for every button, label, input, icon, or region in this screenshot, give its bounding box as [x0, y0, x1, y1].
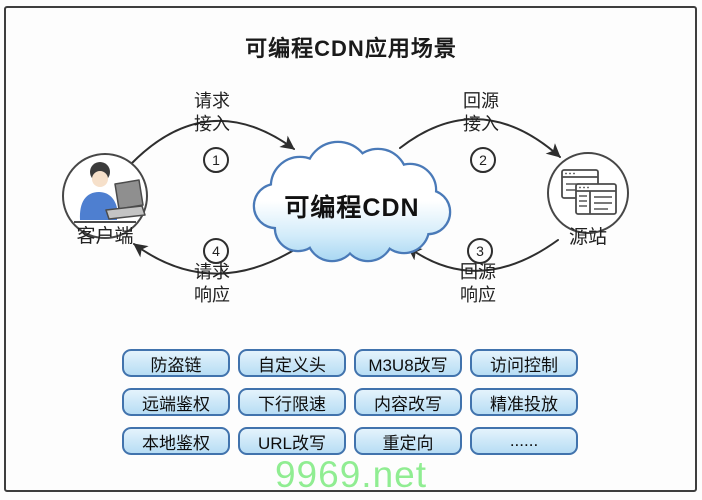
watermark-text: 9969.net	[274, 454, 428, 495]
feature-grid: 防盗链 自定义头 M3U8改写 访问控制 远端鉴权 下行限速 内容改写 精准投放…	[122, 349, 578, 455]
diagram-title: 可编程CDN应用场景	[245, 36, 457, 61]
flow-label-line: 响应	[194, 285, 230, 305]
cdn-cloud-shape	[252, 140, 452, 263]
flow-label-origin-response: 回源 响应	[443, 261, 513, 307]
arrow-request-response	[133, 243, 295, 275]
flow-arrows	[130, 118, 561, 275]
flow-step-badge-4: 4	[203, 238, 229, 264]
flow-label-origin-access: 回源 接入	[446, 90, 516, 136]
person-laptop-icon	[74, 162, 146, 223]
feature-chip-m3u8-rewrite: M3U8改写	[354, 349, 462, 377]
flow-label-request-access: 请求 接入	[177, 90, 247, 136]
feature-chip-local-auth: 本地鉴权	[122, 427, 230, 455]
cloud-body	[255, 143, 449, 260]
feature-chip-url-rewrite: URL改写	[238, 427, 346, 455]
feature-chip-more: ......	[470, 427, 578, 455]
feature-chip-access-control: 访问控制	[470, 349, 578, 377]
flow-label-request-response: 请求 响应	[177, 261, 247, 307]
flow-label-line: 回源	[463, 91, 499, 111]
flow-label-line: 接入	[463, 114, 499, 134]
flow-step-badge-1: 1	[203, 147, 229, 173]
flow-step-badge-3: 3	[467, 238, 493, 264]
feature-chip-precise-deliver: 精准投放	[470, 388, 578, 416]
origin-label: 源站	[568, 227, 607, 248]
flow-label-line: 请求	[194, 262, 230, 282]
client-node	[62, 153, 148, 239]
flow-step-badge-2: 2	[470, 147, 496, 173]
flow-label-line: 请求	[194, 91, 230, 111]
flow-label-line: 回源	[460, 262, 496, 282]
arrow-origin-access	[399, 118, 561, 158]
feature-chip-custom-header: 自定义头	[238, 349, 346, 377]
feature-chip-redirect: 重定向	[354, 427, 462, 455]
arrow-request-access	[130, 119, 295, 165]
flow-label-line: 接入	[194, 114, 230, 134]
cdn-cloud-label: 可编程CDN	[284, 194, 420, 222]
flow-label-line: 响应	[460, 285, 496, 305]
feature-chip-downlink-limit: 下行限速	[238, 388, 346, 416]
feature-chip-anti-leech: 防盗链	[122, 349, 230, 377]
origin-node	[547, 152, 629, 234]
feature-chip-remote-auth: 远端鉴权	[122, 388, 230, 416]
feature-chip-content-rewrite: 内容改写	[354, 388, 462, 416]
client-label: 客户端	[76, 226, 134, 247]
browser-windows-icon	[561, 169, 617, 215]
arrow-origin-response	[407, 239, 559, 272]
